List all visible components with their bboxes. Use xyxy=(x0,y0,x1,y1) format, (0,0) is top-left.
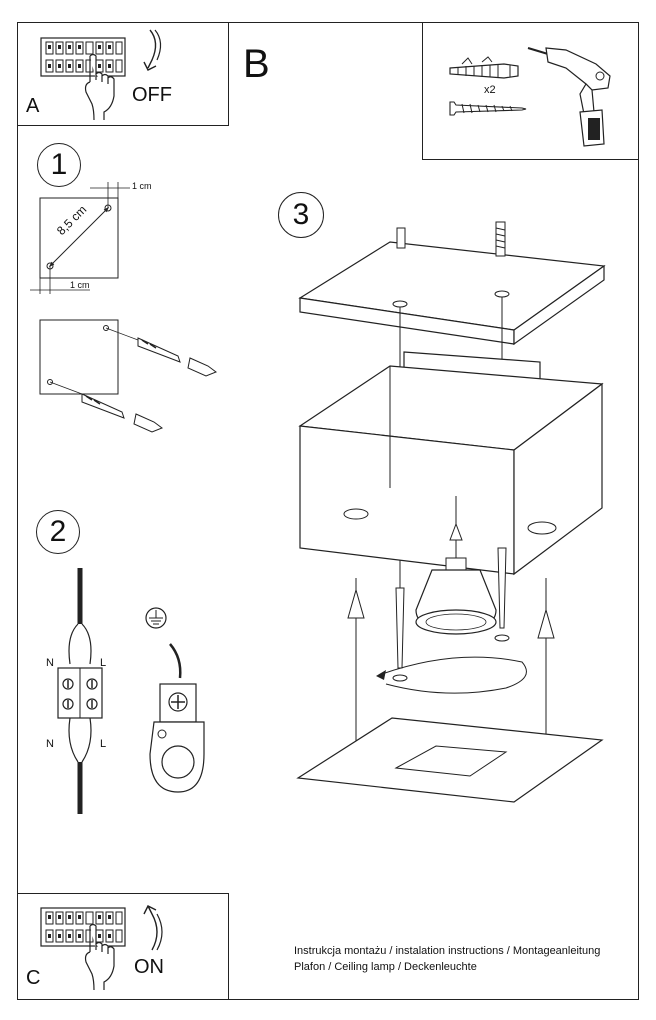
terminal-block-diagram xyxy=(57,568,103,814)
wire-l-bottom-label: L xyxy=(100,738,107,750)
panel-c-letter: C xyxy=(26,967,41,989)
caption-line-1: Instrukcja montażu / instalation instruc… xyxy=(294,945,601,957)
step-2-badge: 2 xyxy=(36,510,80,554)
wall-plug-screw-icon xyxy=(449,56,519,79)
screw-icon xyxy=(449,101,527,116)
panel-a-letter: A xyxy=(26,95,40,117)
ceiling-lamp-exploded-diagram xyxy=(296,221,606,803)
quantity-label: x2 xyxy=(484,84,496,96)
step-3-badge: 3 xyxy=(278,192,324,238)
drill-icon xyxy=(527,47,611,147)
hand-pointer-icon xyxy=(84,53,115,121)
wall-plug-install-diagram xyxy=(39,319,218,433)
step-1-badge: 1 xyxy=(37,143,81,187)
page-frame xyxy=(17,22,639,1000)
wire-l-top-label: L xyxy=(100,657,107,669)
off-label: OFF xyxy=(132,84,172,106)
caption-line-2: Plafon / Ceiling lamp / Deckenleuchte xyxy=(294,961,477,973)
hand-pointer-icon xyxy=(84,923,115,991)
panel-b-letter: B xyxy=(243,42,270,86)
wire-n-bottom-label: N xyxy=(46,738,54,750)
panel-a xyxy=(17,22,229,126)
dim-top-label: 1 cm xyxy=(132,181,152,191)
ground-terminal-diagram xyxy=(145,607,205,793)
arrow-up-icon xyxy=(143,905,163,951)
drilling-template-diagram xyxy=(30,182,130,294)
wire-n-top-label: N xyxy=(46,657,54,669)
on-label: ON xyxy=(134,956,164,978)
breaker-panel-icon xyxy=(40,37,126,77)
panel-c xyxy=(17,893,229,1000)
panel-b-tools xyxy=(422,22,639,160)
arrow-down-icon xyxy=(143,29,162,71)
dim-bottom-label: 1 cm xyxy=(70,280,90,290)
